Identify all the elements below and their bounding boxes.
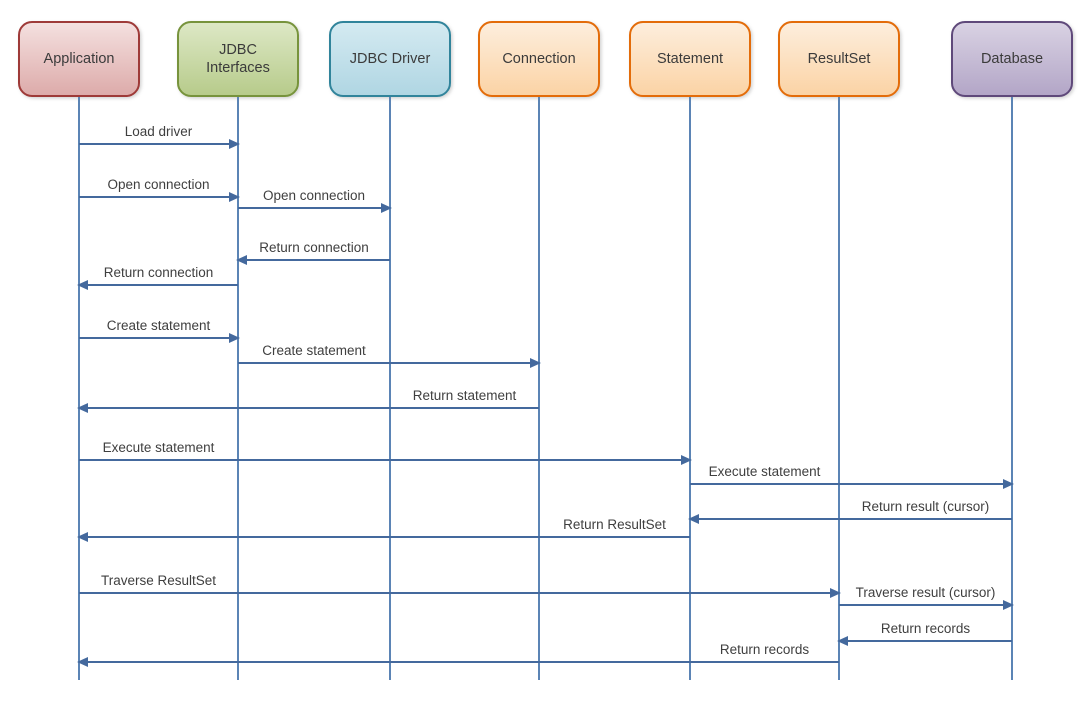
arrowhead-right-icon (1003, 600, 1014, 610)
message-open-connection-2 (238, 203, 392, 213)
lifeline-statement (689, 97, 691, 680)
actor-resultset: ResultSet (778, 21, 900, 97)
message-label: Open connection (107, 177, 210, 192)
lifeline-resultset (838, 97, 840, 680)
arrowhead-right-icon (229, 333, 240, 343)
arrowhead-right-icon (530, 358, 541, 368)
actor-label: ResultSet (807, 50, 871, 67)
message-traverse-result-cursor (839, 600, 1014, 610)
message-label: Create statement (106, 318, 211, 333)
arrowhead-right-icon (229, 139, 240, 149)
actor-label: Application (43, 50, 115, 67)
message-label: Return records (880, 621, 971, 636)
actor-application: Application (18, 21, 140, 97)
arrowhead-left-icon (688, 514, 699, 524)
arrowhead-left-icon (837, 636, 848, 646)
actor-label: JDBC Driver (349, 50, 431, 67)
message-return-statement (77, 403, 539, 413)
arrowhead-left-icon (77, 280, 88, 290)
message-create-statement-2 (238, 358, 541, 368)
message-return-records-2 (77, 657, 839, 667)
message-load-driver (79, 139, 240, 149)
arrowhead-left-icon (77, 532, 88, 542)
message-return-records-1 (837, 636, 1012, 646)
message-label: Traverse result (cursor) (855, 585, 996, 600)
message-label: Return connection (259, 240, 369, 255)
message-traverse-resultset (79, 588, 841, 598)
actor-connection: Connection (478, 21, 600, 97)
message-return-connection-2 (77, 280, 238, 290)
actor-label: Statement (656, 50, 724, 67)
message-label: Open connection (262, 188, 366, 203)
message-open-connection-1 (79, 192, 240, 202)
message-return-connection-1 (236, 255, 390, 265)
message-label: Execute statement (102, 440, 215, 455)
arrowhead-left-icon (77, 403, 88, 413)
message-label: Return result (cursor) (861, 499, 990, 514)
arrowhead-right-icon (229, 192, 240, 202)
arrowhead-right-icon (1003, 479, 1014, 489)
lifeline-database (1011, 97, 1013, 680)
actor-label: Database (980, 50, 1044, 67)
message-label: Return connection (103, 265, 214, 280)
actor-statement: Statement (629, 21, 751, 97)
lifeline-jdbc-driver (389, 97, 391, 680)
message-return-resultset (77, 532, 690, 542)
message-label: Return ResultSet (563, 517, 666, 532)
message-execute-statement-2 (690, 479, 1014, 489)
lifeline-connection (538, 97, 540, 680)
lifeline-application (78, 97, 80, 680)
arrowhead-right-icon (381, 203, 392, 213)
actor-jdbc-interfaces: JDBC Interfaces (177, 21, 299, 97)
message-return-result-cursor (688, 514, 1012, 524)
message-execute-statement-1 (79, 455, 692, 465)
actor-label: Connection (502, 50, 576, 67)
arrowhead-right-icon (681, 455, 692, 465)
actor-database: Database (951, 21, 1073, 97)
arrowhead-left-icon (77, 657, 88, 667)
message-label: Execute statement (708, 464, 821, 479)
arrowhead-left-icon (236, 255, 247, 265)
message-label: Create statement (262, 343, 366, 358)
message-label: Load driver (124, 124, 193, 139)
message-label: Return records (719, 642, 810, 657)
message-label: Traverse ResultSet (100, 573, 217, 588)
arrowhead-right-icon (830, 588, 841, 598)
actor-jdbc-driver: JDBC Driver (329, 21, 451, 97)
actor-label: JDBC Interfaces (206, 41, 270, 76)
lifeline-jdbc-interfaces (237, 97, 239, 680)
message-create-statement-1 (79, 333, 240, 343)
message-label: Return statement (412, 388, 517, 403)
